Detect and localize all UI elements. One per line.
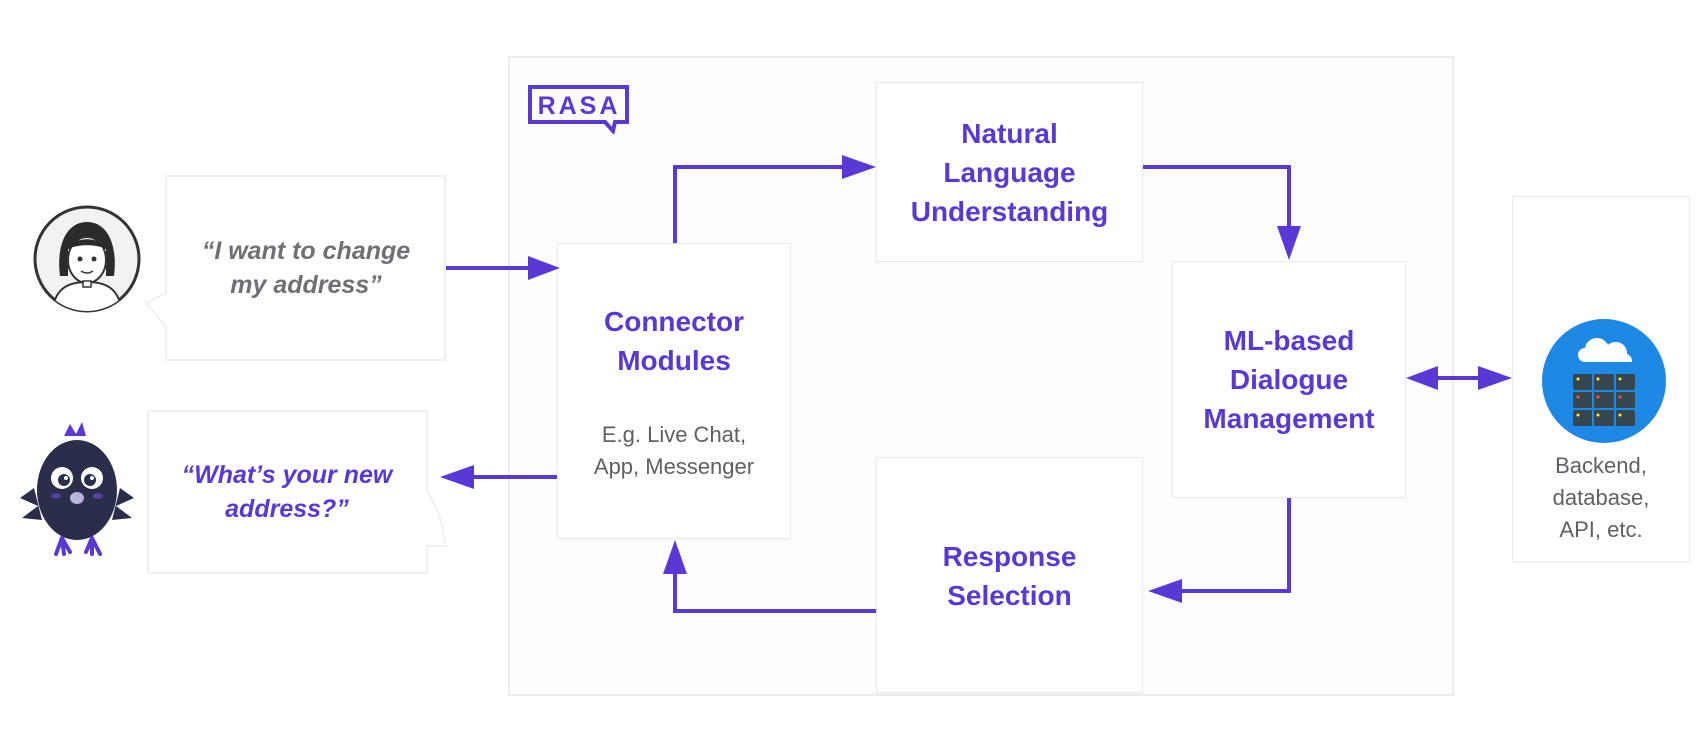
backend-box: Backend, database, API, etc. [1512, 196, 1690, 562]
arrowhead-response-to-connector [663, 540, 687, 574]
connector-modules-box: Connector Modules E.g. Live Chat, App, M… [557, 243, 791, 539]
user-message-line1: “I want to change [201, 237, 411, 265]
arrowhead-connector-to-bot [440, 465, 474, 489]
arrowhead-nlu-to-dialogue [1277, 226, 1301, 260]
arrow-connector-to-nlu [673, 165, 846, 243]
user-speech-bubble: “I want to change my address” [140, 175, 446, 361]
nlu-line1: Natural [961, 117, 1058, 149]
arrow-dialogue-to-response [1180, 498, 1291, 593]
nlu-line3: Understanding [910, 195, 1109, 227]
rasa-logo: RASA [527, 84, 631, 136]
arrowhead-backend-right [1478, 366, 1512, 390]
connector-title-line1: Connector [604, 306, 744, 337]
nlu-line2: Language [943, 156, 1076, 188]
user-message-line2: my address” [230, 271, 382, 299]
connector-sub-line1: E.g. Live Chat, [601, 422, 747, 447]
response-line1: Response [942, 541, 1077, 572]
nlu-box: Natural Language Understanding [876, 82, 1143, 262]
dialogue-line2: Dialogue [1229, 364, 1349, 395]
cloud-server-icon [1541, 318, 1667, 444]
arrow-response-to-connector [673, 572, 876, 613]
backend-line2: database, [1552, 485, 1650, 510]
backend-line3: API, etc. [1559, 517, 1643, 542]
bot-message-line1: “What’s your new [181, 461, 393, 489]
arrow-nlu-to-dialogue [1143, 165, 1291, 228]
rasa-bird-mascot-icon [18, 420, 136, 560]
arrowhead-dialogue-to-response [1148, 579, 1182, 603]
connector-sub-line2: App, Messenger [593, 454, 755, 479]
dialogue-line1: ML-based [1223, 325, 1355, 356]
connector-title-line2: Modules [617, 345, 731, 376]
arrowhead-backend-left [1406, 366, 1438, 390]
arrowhead-user-to-connector [528, 256, 560, 280]
backend-line1: Backend, [1555, 453, 1647, 478]
response-selection-box: Response Selection [876, 457, 1143, 693]
arrowhead-connector-to-nlu [842, 155, 876, 179]
bot-message-line2: address?” [225, 495, 349, 523]
bot-speech-bubble: “What’s your new address?” [147, 410, 447, 574]
dialogue-management-box: ML-based Dialogue Management [1172, 261, 1406, 498]
rasa-logo-text: RASA [538, 92, 621, 120]
response-line2: Selection [947, 580, 1072, 611]
user-avatar-icon [32, 204, 142, 314]
dialogue-line3: Management [1203, 403, 1375, 434]
